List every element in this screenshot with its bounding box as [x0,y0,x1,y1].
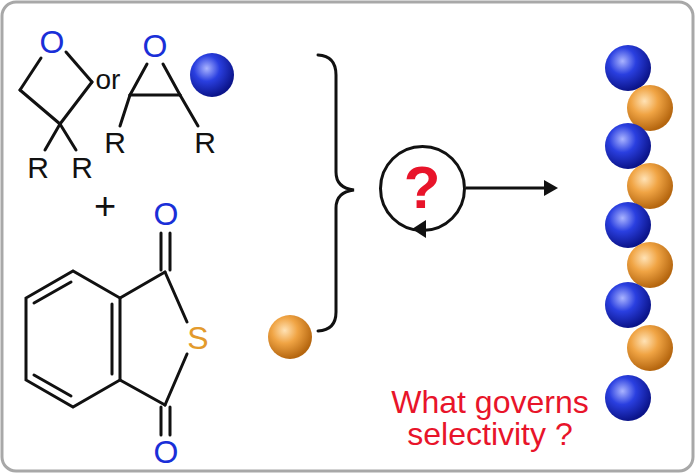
bonds [20,52,354,435]
oxygen-atom: O [143,30,168,62]
substituent: R [104,128,126,158]
oxygen-atom: O [154,436,179,468]
substituent: R [71,153,93,183]
sulfur-atom: S [187,322,208,354]
question-mark: ? [404,158,441,218]
plus-sign: + [94,187,116,225]
copolymer-chain [605,45,673,421]
monomer-sphere [268,315,312,359]
oxygen-atom: O [40,26,65,58]
cycle-circle: ? [379,145,466,232]
or-word: or [96,66,121,94]
monomer-sphere [190,53,234,97]
question-text: What governs selectivity ? [383,386,598,450]
substituent: R [27,153,49,183]
substituent: R [194,128,216,158]
oxygen-atom: O [154,198,179,230]
